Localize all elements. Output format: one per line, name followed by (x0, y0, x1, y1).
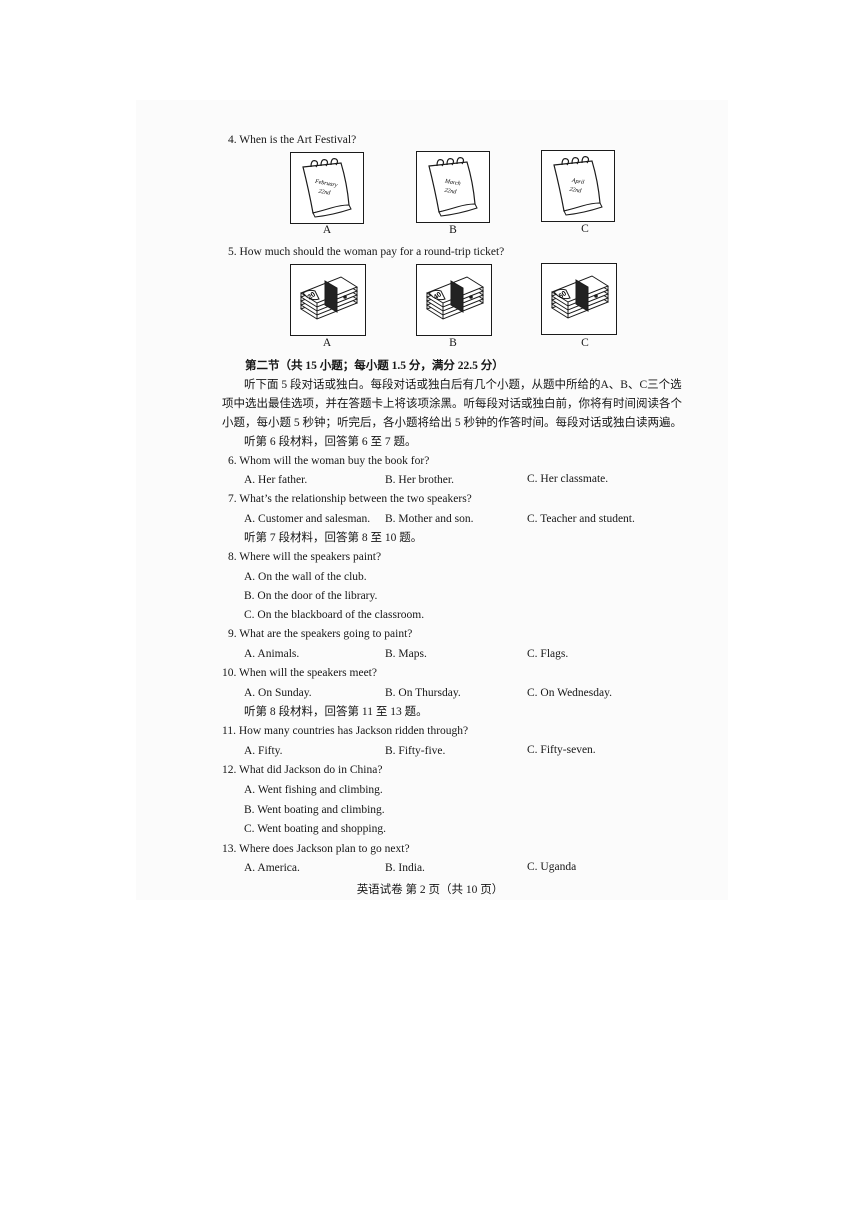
calendar-c-day: 22nd (569, 187, 583, 195)
q12-option-c: C. Went boating and shopping. (244, 823, 386, 835)
q13-option-a: A. America. (244, 862, 300, 874)
bill-c-amount: 60 (558, 290, 568, 300)
money-picture-b: 40 (416, 264, 492, 336)
question-6: 6. Whom will the woman buy the book for? (228, 455, 430, 467)
calendar-b-month: March (443, 178, 461, 187)
calendar-picture-c: April 22nd (541, 150, 615, 222)
q10-option-b: B. On Thursday. (385, 687, 461, 699)
q11-option-b: B. Fifty-five. (385, 745, 446, 757)
q7-option-b: B. Mother and son. (385, 513, 474, 525)
question-7: 7. What’s the relationship between the t… (228, 493, 472, 505)
section-2-heading: 第二节（共 15 小题；每小题 1.5 分，满分 22.5 分） (245, 360, 504, 372)
q7-option-c: C. Teacher and student. (527, 513, 635, 525)
calendar-a-month: February (314, 179, 339, 189)
q12-option-a: A. Went fishing and climbing. (244, 784, 383, 796)
q8-option-a: A. On the wall of the club. (244, 571, 367, 583)
group-6-intro: 听第 6 段材料，回答第 6 至 7 题。 (244, 436, 417, 448)
q13-option-c: C. Uganda (527, 861, 577, 873)
question-9: 9. What are the speakers going to paint? (228, 628, 413, 640)
calendar-b-day: 22nd (444, 188, 458, 196)
option-b-label: B (449, 337, 457, 349)
instructions-line-3: 小题，每小题 5 秒钟；听完后，各小题将给出 5 秒钟的作答时间。每段对话或独白… (222, 417, 682, 429)
instructions-line-2: 项中选出最佳选项，并在答题卡上将该项涂黑。听每段对话或独白前，你将有时间阅读各个 (222, 398, 682, 410)
q8-option-c: C. On the blackboard of the classroom. (244, 609, 425, 621)
option-c-label: C (581, 337, 589, 349)
question-11: 11. How many countries has Jackson ridde… (222, 725, 469, 737)
option-b-label: B (449, 224, 457, 236)
group-8-intro: 听第 8 段材料，回答第 11 至 13 题。 (244, 706, 428, 718)
question-5: 5. How much should the woman pay for a r… (228, 246, 505, 258)
question-8: 8. Where will the speakers paint? (228, 551, 382, 563)
option-a-label: A (322, 337, 332, 349)
q6-option-c: C. Her classmate. (527, 473, 609, 485)
page-footer: 英语试卷 第 2 页（共 10 页） (356, 884, 504, 896)
option-c-label: C (581, 223, 589, 235)
q12-option-b: B. Went boating and climbing. (244, 804, 385, 816)
q7-option-a: A. Customer and salesman. (244, 513, 371, 525)
q11-option-c: C. Fifty-seven. (527, 744, 596, 756)
calendar-picture-b: March 22nd (416, 151, 490, 223)
bill-b-amount: 40 (433, 291, 443, 301)
option-a-label: A (322, 224, 332, 236)
money-picture-c: 60 (541, 263, 617, 335)
q10-option-c: C. On Wednesday. (527, 687, 612, 699)
instructions-line-1: 听下面 5 段对话或独白。每段对话或独白后有几个小题，从题中所给的A、B、C三个… (244, 379, 682, 391)
exam-page (136, 100, 728, 900)
q9-option-b: B. Maps. (385, 648, 427, 660)
q9-option-a: A. Animals. (244, 648, 300, 660)
q6-option-a: A. Her father. (244, 474, 308, 486)
group-7-intro: 听第 7 段材料，回答第 8 至 10 题。 (244, 532, 423, 544)
calendar-a-day: 22nd (318, 189, 332, 197)
q11-option-a: A. Fifty. (244, 745, 283, 757)
q10-option-a: A. On Sunday. (244, 687, 312, 699)
calendar-c-month: April (570, 178, 585, 186)
question-12: 12. What did Jackson do in China? (222, 764, 383, 776)
money-picture-a: 20 (290, 264, 366, 336)
q13-option-b: B. India. (385, 862, 425, 874)
q9-option-c: C. Flags. (527, 648, 569, 660)
question-4: 4. When is the Art Festival? (228, 134, 357, 146)
q8-option-b: B. On the door of the library. (244, 590, 378, 602)
question-10: 10. When will the speakers meet? (222, 667, 377, 679)
question-13: 13. Where does Jackson plan to go next? (222, 843, 410, 855)
q6-option-b: B. Her brother. (385, 474, 454, 486)
calendar-picture-a: February 22nd (290, 152, 364, 224)
bill-a-amount: 20 (307, 291, 317, 301)
